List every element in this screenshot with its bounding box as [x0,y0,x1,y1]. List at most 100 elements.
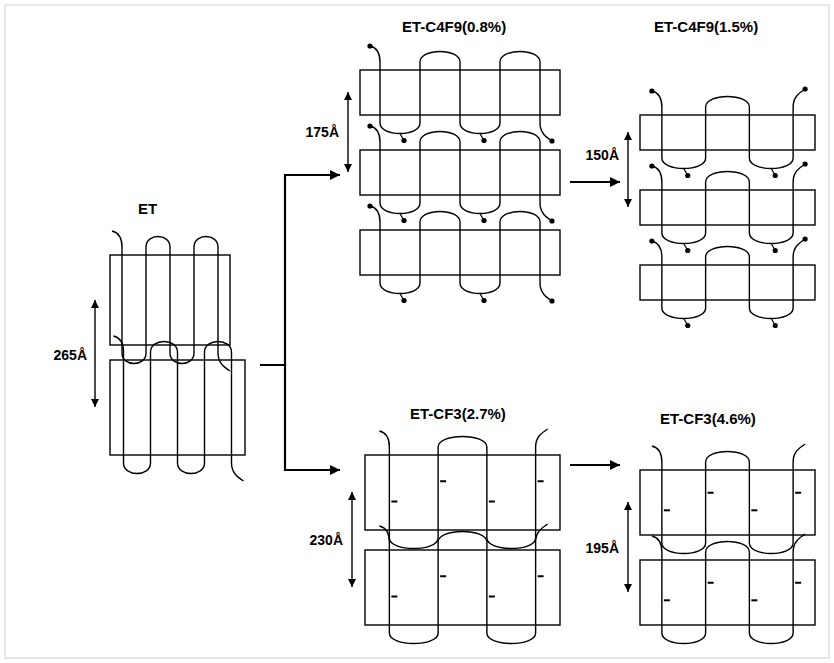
c4f9-group [401,138,406,143]
lamella [110,231,230,371]
c4f9-group [481,298,486,303]
lamella [640,444,815,554]
polymer-chain [379,524,547,644]
lamella [365,524,560,644]
figure-panel: ET-C4F9(1.5%) [620,18,825,318]
cf3-group [708,492,714,494]
spacing-value: 150Å [585,147,620,163]
cf3-group [391,501,397,503]
dimension-arrow [347,92,348,172]
c4f9-group [481,218,486,223]
dimension-arrow [627,132,628,207]
polymer-chain [370,206,552,301]
c4f9-group [649,163,654,168]
spacing-value: 265Å [53,347,88,363]
polymer-chain [652,239,805,319]
crystal-layer [640,265,815,300]
polymer-chain [652,89,805,169]
figure-panel: ET-CF3(4.6%) [620,410,825,650]
c4f9-group [367,123,372,128]
transition-arrow [570,181,620,183]
figure-panel: ET-CF3(2.7%) [340,405,570,650]
spacing-value: 230Å [309,532,344,548]
c4f9-group [649,88,654,93]
c4f9-group [803,161,808,166]
c4f9-group [773,248,778,253]
lamella [640,534,815,644]
transition-arrow [570,464,620,466]
cf3-group [489,596,495,598]
lamella [360,43,560,143]
c4f9-group [803,86,808,91]
crystal-layer [365,550,560,625]
cf3-group [538,480,544,482]
lamella [640,86,815,178]
polymer-chain [652,444,805,554]
spacing-value: 175Å [305,124,340,140]
crystal-layer [640,115,815,150]
polymer-chain [379,429,547,549]
c4f9-group [481,138,486,143]
c4f9-group [549,298,554,303]
c4f9-group [401,298,406,303]
crystal-layer [640,190,815,225]
polymer-chain [652,164,805,244]
dimension-arrow [351,492,352,587]
c4f9-group [649,238,654,243]
c4f9-group [401,218,406,223]
cf3-group [440,575,446,577]
figure-panel: ET [100,200,260,480]
cf3-group [751,599,757,601]
c4f9-group [549,218,554,223]
panel-title: ET-CF3(2.7%) [410,405,506,423]
c4f9-group [773,323,778,328]
panel-title: ET-C4F9(1.5%) [654,18,758,36]
c4f9-group [367,203,372,208]
cf3-group [391,596,397,598]
cf3-group [795,582,801,584]
c4f9-group [549,138,554,143]
figure-panel: ET-C4F9(0.8%) [340,18,570,308]
cf3-group [440,480,446,482]
polymer-chain [370,126,552,221]
cf3-group [489,501,495,503]
cf3-group [664,599,670,601]
c4f9-group [685,173,690,178]
c4f9-group [773,173,778,178]
crystal-layer [640,560,815,625]
crystal-layer [365,455,560,530]
polymer-chain [112,231,230,371]
lamella-group [95,43,815,643]
lamella [110,336,245,481]
c4f9-group [685,248,690,253]
lamella [365,429,560,549]
dimension-arrow [627,502,628,592]
cf3-group [664,509,670,511]
cf3-group [795,492,801,494]
c4f9-group [803,236,808,241]
transition-arrow [260,175,340,365]
polymer-chain [370,46,552,141]
c4f9-group [685,323,690,328]
panel-title: ET-C4F9(0.8%) [402,18,506,36]
lamella [640,236,815,328]
c4f9-group [367,43,372,48]
lamella [640,161,815,253]
polymer-chain [652,534,805,644]
lamella [360,123,560,223]
panel-title: ET [138,200,157,218]
panel-title: ET-CF3(4.6%) [660,410,756,428]
crystal-layer [640,470,815,535]
lamella [360,203,560,303]
cf3-group [751,509,757,511]
cf3-group [538,575,544,577]
spacing-value: 195Å [585,540,620,556]
cf3-group [708,582,714,584]
polymer-chain [114,336,244,481]
dimension-arrow [94,300,95,407]
